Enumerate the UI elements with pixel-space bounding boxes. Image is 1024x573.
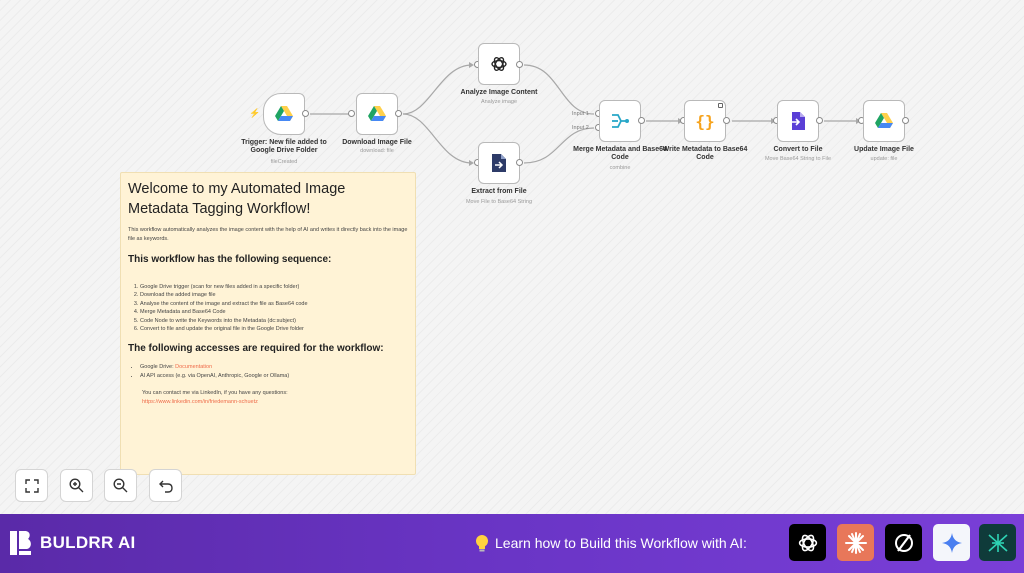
sticky-title: Welcome to my Automated Image Metadata T… bbox=[128, 181, 346, 217]
claude-icon bbox=[844, 531, 867, 554]
lightbulb-icon bbox=[476, 535, 488, 552]
node-trigger-title: Trigger: New file added to Google Drive … bbox=[241, 139, 327, 154]
sticky-steps-list: Google Drive trigger (scan for new files… bbox=[128, 283, 409, 333]
node-analyze-sub: Analyze image bbox=[480, 99, 518, 105]
fit-view-button[interactable] bbox=[15, 469, 48, 502]
node-convert-title: Convert to File bbox=[773, 146, 823, 153]
node-trigger[interactable] bbox=[263, 93, 305, 135]
node-merge-title: Merge Metadata and Base64 Code bbox=[573, 146, 667, 161]
edge-download-analyze bbox=[402, 64, 473, 115]
list-item: Merge Metadata and Base64 Code bbox=[140, 308, 409, 316]
list-item: Google Drive: Documentation bbox=[140, 363, 409, 371]
sticky-contact: You can contact me via LinkedIn, if you … bbox=[128, 389, 409, 406]
perplexity-button[interactable] bbox=[885, 524, 922, 561]
download-output-port[interactable] bbox=[395, 110, 402, 117]
claude-button[interactable] bbox=[837, 524, 874, 561]
code-braces-icon: {} bbox=[695, 111, 715, 131]
node-write-badge-icon bbox=[718, 103, 723, 108]
file-extract-icon bbox=[492, 154, 506, 172]
learn-text: Learn how to Build this Workflow with AI… bbox=[495, 535, 747, 551]
node-update-sub: update: file bbox=[870, 156, 898, 162]
zoom-out-icon bbox=[113, 478, 128, 493]
documentation-link[interactable]: Documentation bbox=[175, 364, 213, 371]
footer-banner: BULDRR AI Learn how to Build this Workfl… bbox=[0, 514, 1024, 573]
trigger-output-port[interactable] bbox=[302, 110, 309, 117]
chatgpt-icon bbox=[798, 534, 817, 551]
buldrr-logo-icon bbox=[10, 531, 31, 555]
gemini-button[interactable] bbox=[933, 524, 970, 561]
node-convert-sub: Move Base64 String to File bbox=[764, 156, 832, 162]
node-convert[interactable] bbox=[777, 100, 819, 142]
edge-download-extract bbox=[402, 113, 473, 164]
sticky-access-list: Google Drive: Documentation AI API acces… bbox=[128, 363, 409, 380]
edge-analyze-merge bbox=[523, 64, 595, 115]
node-download[interactable] bbox=[356, 93, 398, 135]
sticky-access-heading: The following accesses are required for … bbox=[128, 343, 384, 355]
trigger-bolt-icon: ⚡ bbox=[249, 108, 261, 118]
node-merge[interactable] bbox=[599, 100, 641, 142]
brand[interactable]: BULDRR AI bbox=[9, 530, 136, 556]
node-merge-sub: combine bbox=[609, 165, 631, 171]
update-output-port[interactable] bbox=[902, 117, 909, 124]
brand-name: BULDRR AI bbox=[40, 533, 136, 552]
node-extract-title: Extract from File bbox=[471, 188, 527, 195]
list-item: Google Drive trigger (scan for new files… bbox=[140, 283, 409, 291]
sticky-sequence-heading: This workflow has the following sequence… bbox=[128, 254, 332, 265]
node-download-sub: download: file bbox=[360, 148, 394, 154]
undo-icon bbox=[158, 480, 173, 493]
learn-cta: Learn how to Build this Workflow with AI… bbox=[474, 534, 747, 552]
linkedin-link[interactable]: https://www.linkedin.com/in/friedemann-s… bbox=[142, 398, 258, 405]
zoom-in-button[interactable] bbox=[60, 469, 93, 502]
openai-icon bbox=[491, 57, 507, 71]
list-item: Download the added image file bbox=[140, 291, 409, 299]
deepseek-icon bbox=[987, 533, 1008, 552]
list-item: Code Node to write the Keywords into the… bbox=[140, 317, 409, 325]
contact-text: You can contact me via LinkedIn, if you … bbox=[142, 390, 288, 397]
list-item: AI API access (e.g. via OpenAI, Anthropi… bbox=[140, 372, 409, 380]
sticky-intro: This workflow automatically analyzes the… bbox=[128, 227, 408, 242]
gemini-icon bbox=[941, 532, 962, 553]
edge-extract-merge bbox=[523, 127, 595, 164]
node-write[interactable]: {} bbox=[684, 100, 726, 142]
merge-icon bbox=[612, 114, 629, 128]
google-drive-icon bbox=[368, 106, 386, 121]
node-download-title: Download Image File bbox=[342, 139, 412, 146]
merge-input2-label: Input 2 bbox=[572, 125, 589, 131]
deepseek-button[interactable] bbox=[979, 524, 1016, 561]
node-analyze-title: Analyze Image Content bbox=[460, 89, 538, 96]
perplexity-icon bbox=[894, 533, 913, 552]
write-output-port[interactable] bbox=[723, 117, 730, 124]
node-extract-sub: Move File to Base64 String bbox=[465, 199, 533, 205]
convert-output-port[interactable] bbox=[816, 117, 823, 124]
list-item: Analyse the content of the image and ext… bbox=[140, 300, 409, 308]
node-update-title: Update Image File bbox=[854, 146, 914, 153]
node-trigger-sub: fileCreated bbox=[270, 159, 298, 165]
merge-output-port[interactable] bbox=[638, 117, 645, 124]
workflow-canvas[interactable]: ⚡ Trigger: New file added to Google Driv… bbox=[0, 0, 1024, 514]
chatgpt-button[interactable] bbox=[789, 524, 826, 561]
merge-input1-label: Input 1 bbox=[572, 111, 589, 117]
zoom-out-button[interactable] bbox=[104, 469, 137, 502]
extract-output-port[interactable] bbox=[516, 159, 523, 166]
fit-view-icon bbox=[24, 478, 39, 493]
google-drive-icon bbox=[275, 106, 293, 121]
google-drive-icon bbox=[875, 113, 893, 128]
analyze-output-port[interactable] bbox=[516, 61, 523, 68]
node-analyze[interactable] bbox=[478, 43, 520, 85]
list-item: Convert to file and update the original … bbox=[140, 325, 409, 333]
node-update[interactable] bbox=[863, 100, 905, 142]
zoom-in-icon bbox=[69, 478, 84, 493]
node-extract[interactable] bbox=[478, 142, 520, 184]
node-write-title: Write Metadata to Base64 Code bbox=[662, 146, 748, 161]
file-convert-icon bbox=[790, 112, 805, 130]
access-gdrive-label: Google Drive: bbox=[140, 364, 176, 371]
download-input-port[interactable] bbox=[348, 110, 355, 117]
sticky-note[interactable]: Welcome to my Automated Image Metadata T… bbox=[120, 172, 416, 475]
undo-button[interactable] bbox=[149, 469, 182, 502]
